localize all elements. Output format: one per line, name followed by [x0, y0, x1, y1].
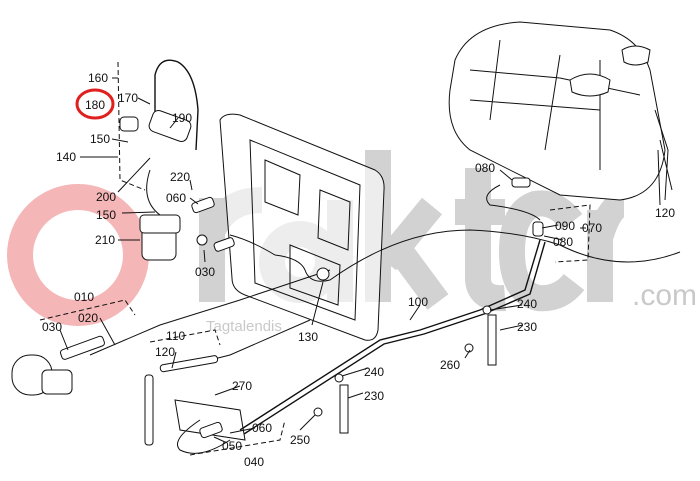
label-260[interactable]: 260 — [440, 358, 460, 372]
label-090[interactable]: 090 — [555, 219, 575, 233]
label-180[interactable]: 180 — [85, 98, 105, 112]
label-190[interactable]: 190 — [172, 111, 192, 125]
label-200[interactable]: 200 — [96, 190, 116, 204]
label-120[interactable]: 120 — [155, 345, 175, 359]
label-230[interactable]: 230 — [517, 320, 537, 334]
label-010[interactable]: 010 — [74, 290, 94, 304]
label-080[interactable]: 080 — [553, 235, 573, 249]
label-100[interactable]: 100 — [408, 295, 428, 309]
label-060[interactable]: 060 — [166, 191, 186, 205]
label-240[interactable]: 240 — [517, 297, 537, 311]
part-labels: 160 180 170 190 150 140 200 220 060 150 … — [42, 71, 675, 469]
label-230[interactable]: 230 — [364, 389, 384, 403]
assembly-brackets — [39, 61, 591, 456]
components — [11, 110, 544, 446]
watermark-tagline: Tagtalendis — [206, 318, 282, 335]
label-070[interactable]: 070 — [582, 221, 602, 235]
label-120[interactable]: 120 — [655, 206, 675, 220]
label-210[interactable]: 210 — [95, 233, 115, 247]
label-030[interactable]: 030 — [195, 265, 215, 279]
label-020[interactable]: 020 — [78, 311, 98, 325]
label-060[interactable]: 060 — [252, 421, 272, 435]
highlight-circle — [75, 88, 115, 120]
gear-logo-icon — [7, 184, 149, 326]
label-240[interactable]: 240 — [364, 365, 384, 379]
label-250[interactable]: 250 — [290, 433, 310, 447]
label-130[interactable]: 130 — [298, 330, 318, 344]
label-160[interactable]: 160 — [88, 71, 108, 85]
fuel-tank — [448, 21, 673, 201]
label-030[interactable]: 030 — [42, 320, 62, 334]
label-140[interactable]: 140 — [56, 150, 76, 164]
watermark-domain: .com — [632, 279, 697, 312]
label-040[interactable]: 040 — [244, 455, 264, 469]
label-050[interactable]: 050 — [222, 439, 242, 453]
label-080[interactable]: 080 — [475, 161, 495, 175]
label-170[interactable]: 170 — [118, 91, 138, 105]
label-110[interactable]: 110 — [166, 329, 185, 343]
label-220[interactable]: 220 — [170, 170, 190, 184]
label-270[interactable]: 270 — [232, 379, 252, 393]
label-150[interactable]: 150 — [96, 208, 116, 222]
fuel-lines — [89, 59, 681, 454]
leader-lines — [59, 77, 661, 443]
panel — [219, 113, 385, 341]
label-150[interactable]: 150 — [90, 132, 110, 146]
